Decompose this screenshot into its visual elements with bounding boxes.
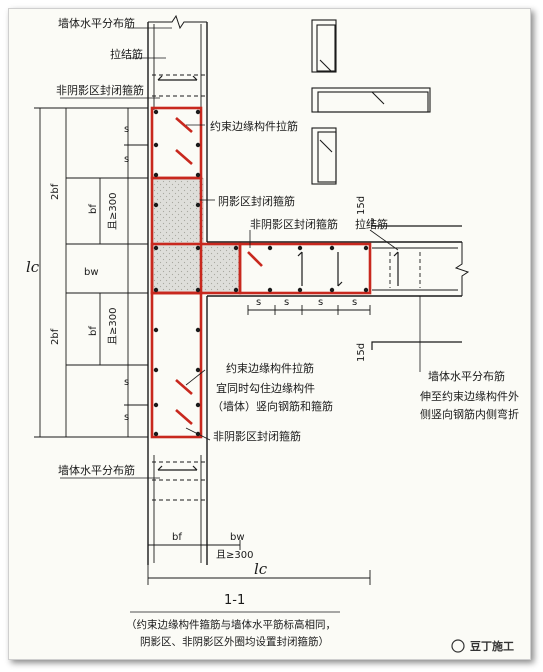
label-non-shadow-stirrup-top: 非阴影区封闭箍筋	[56, 83, 144, 97]
dim-lc-bottom: lc	[254, 560, 268, 578]
bottom-dimensions	[147, 305, 371, 585]
dim-15d-bottom: 15d	[356, 343, 367, 362]
label-tie-note-1: 宜同时勾住边缘构件	[216, 381, 315, 395]
dim-bf-bottom: bf	[88, 326, 99, 336]
dim-s-8: s	[352, 297, 357, 308]
dim-bf-top: bf	[88, 204, 99, 214]
dim-s-5: s	[256, 297, 261, 308]
tie-bars	[157, 75, 399, 471]
leader-lines	[60, 27, 421, 479]
dim-lc-left: lc	[26, 258, 40, 276]
label-non-shadow-stirrup-mid: 非阴影区封闭箍筋	[250, 217, 338, 231]
tie-detail-sketch	[311, 19, 431, 185]
dim-ge300-bottom-axis: 且≥300	[216, 549, 253, 561]
label-tie-note-2: （墙体）竖向钢筋和箍筋	[212, 399, 333, 413]
dim-s-7: s	[318, 297, 323, 308]
label-extend-note-1: 伸至约束边缘构件外	[420, 389, 519, 403]
label-shadow-stirrup: 阴影区封闭箍筋	[218, 194, 295, 208]
left-dimensions	[34, 107, 148, 438]
dim-bf-bottom-axis: bf	[172, 532, 182, 543]
shadow-area	[151, 178, 239, 293]
label-wall-horiz-top: 墙体水平分布筋	[58, 16, 135, 30]
drawing-frame	[8, 8, 531, 660]
rebar-dots	[153, 109, 369, 437]
dim-ge300-top: 且≥300	[107, 193, 119, 230]
wechat-icon	[451, 639, 465, 653]
section-caption-1: （约束边缘构件箍筋与墙体水平筋标高相同，	[126, 618, 336, 631]
dim-ge300-bottom: 且≥300	[107, 308, 119, 345]
dim-s-3: s	[124, 377, 129, 388]
dim-2bf-bottom: 2bf	[50, 328, 61, 345]
section-title: 1-1	[224, 593, 245, 608]
dim-s-6: s	[284, 297, 289, 308]
label-wall-horiz-bottom: 墙体水平分布筋	[58, 463, 135, 477]
label-tie-bar-top: 拉结筋	[110, 47, 143, 61]
section-caption-2: 阴影区、非阴影区外圈均设置封闭箍筋）	[140, 635, 329, 648]
watermark-text: 豆丁施工	[470, 639, 514, 653]
label-constraint-tie: 约束边缘构件拉筋	[210, 119, 298, 133]
stirrups	[150, 106, 372, 439]
label-extend-note-2: 侧竖向钢筋内侧弯折	[420, 407, 519, 421]
dim-bw-left: bw	[84, 267, 99, 278]
dim-s-1: s	[124, 124, 129, 135]
dim-15d-top: 15d	[356, 196, 367, 215]
watermark: 豆丁施工	[451, 639, 514, 653]
dim-s-2: s	[124, 154, 129, 165]
label-constraint-tie-2: 约束边缘构件拉筋	[226, 361, 314, 375]
wall-outline	[147, 14, 470, 565]
fifteen-d-hooks	[371, 218, 462, 350]
dim-s-4: s	[124, 412, 129, 423]
label-tie-bar-right: 拉结筋	[355, 217, 388, 231]
label-non-shadow-stirrup-bottom: 非阴影区封闭箍筋	[213, 429, 301, 443]
label-wall-horiz-right: 墙体水平分布筋	[428, 369, 505, 383]
dim-2bf-top: 2bf	[50, 183, 61, 200]
dim-bw-bottom-axis: bw	[230, 532, 245, 543]
